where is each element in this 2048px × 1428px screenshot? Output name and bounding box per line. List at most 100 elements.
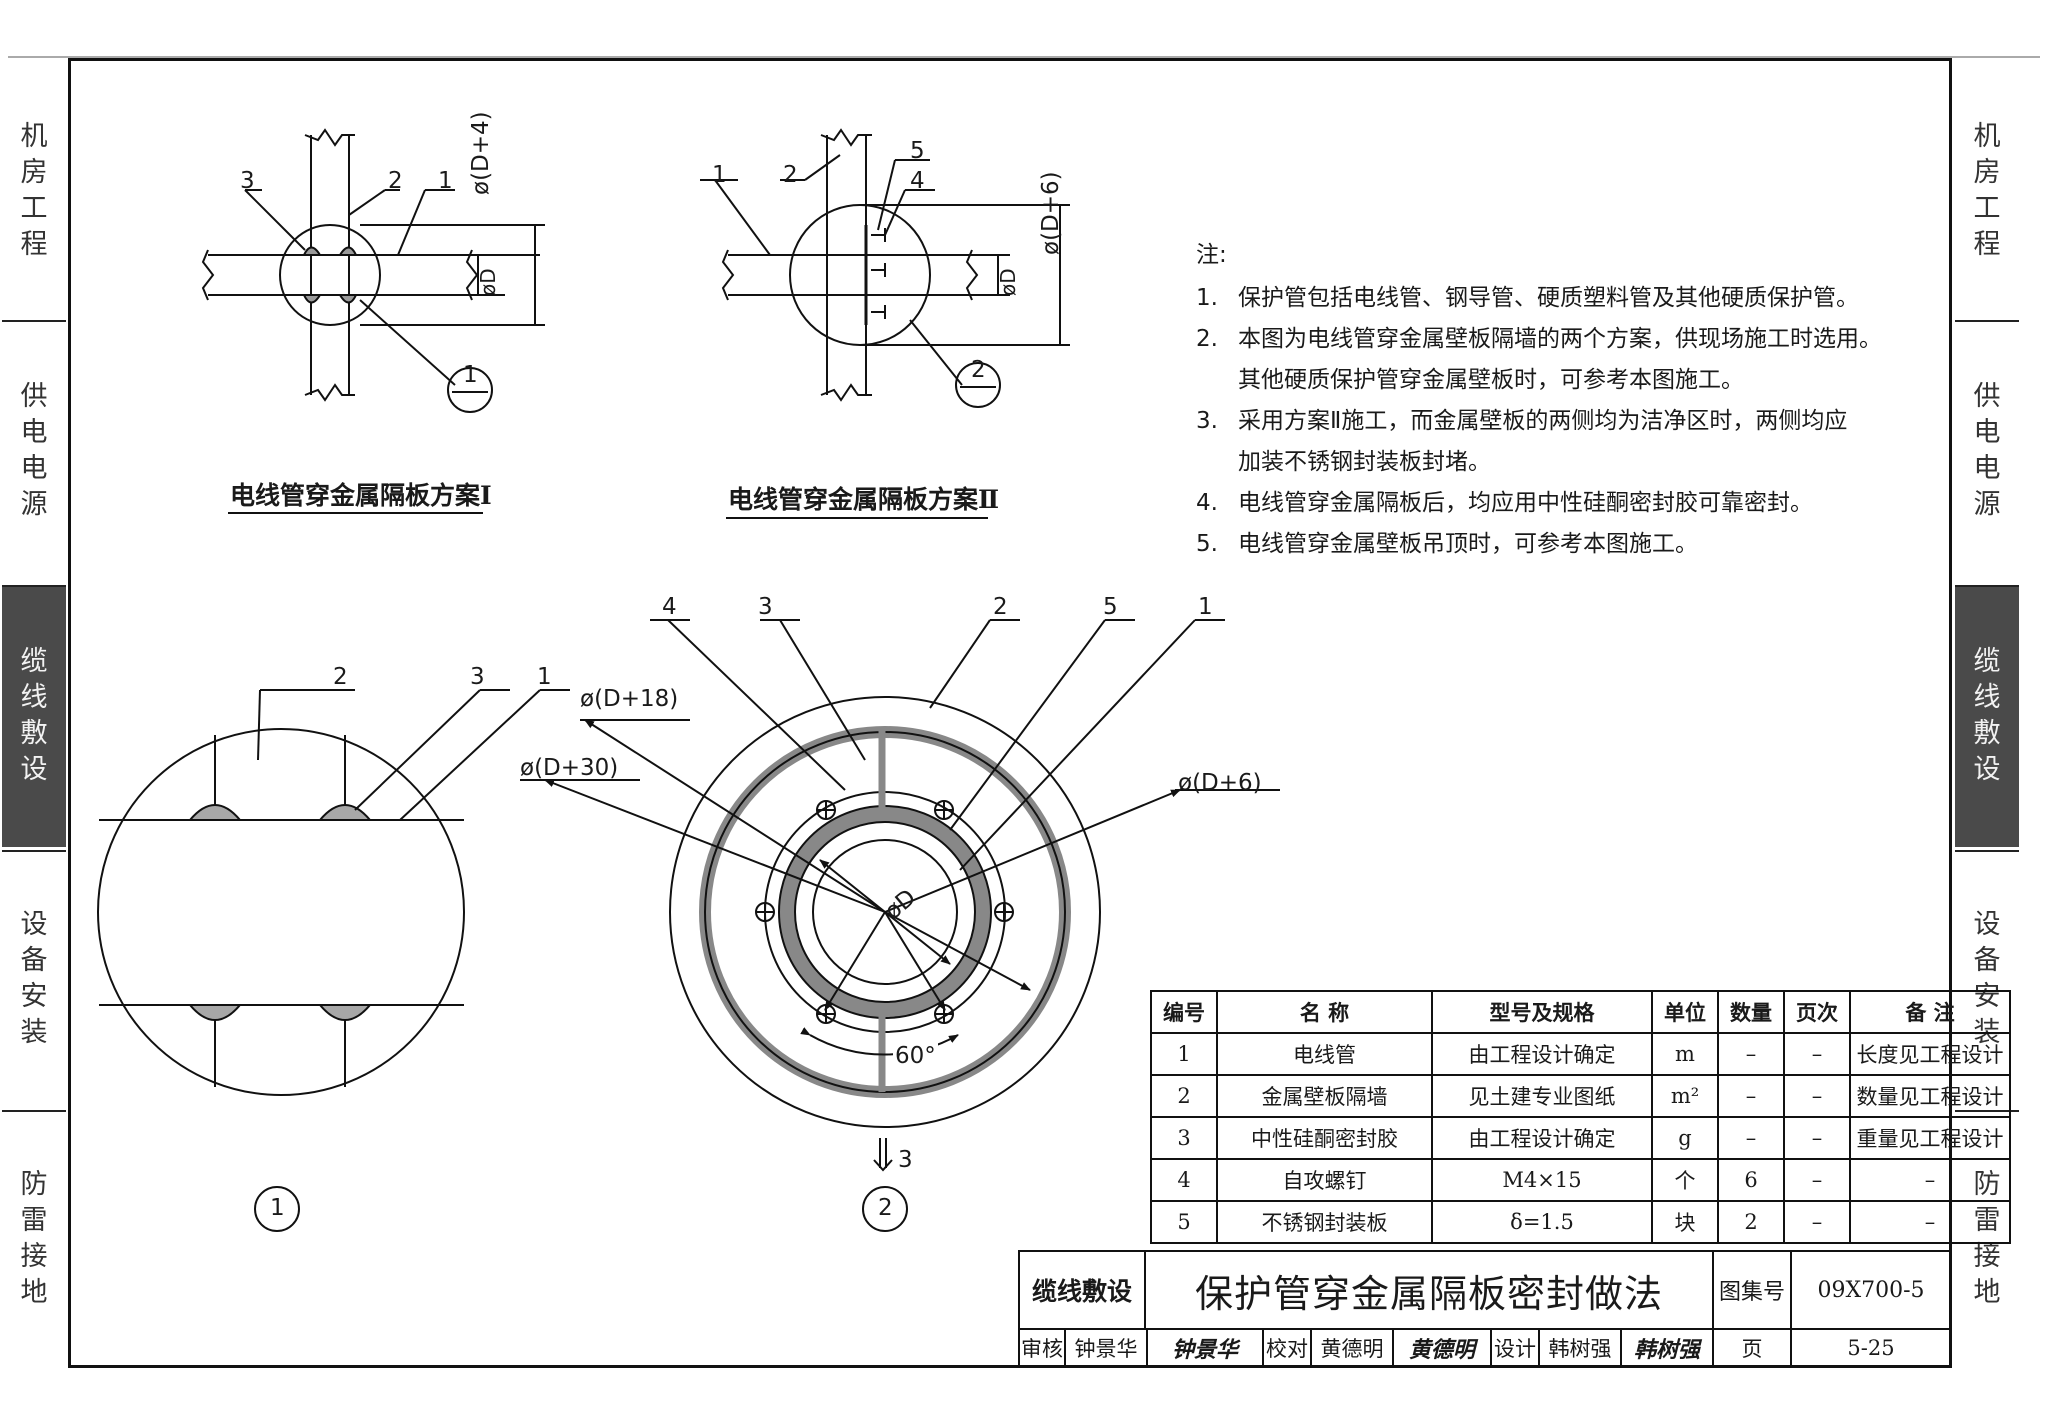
bom-header-cell: 编号 — [1150, 990, 1218, 1034]
bom-cell: 数量见工程设计 — [1849, 1074, 2011, 1118]
detail2-callout-1: 1 — [1198, 594, 1213, 620]
note-line: 1.保护管包括电线管、钢导管、硬质塑料管及其他硬质保护管。 — [1196, 285, 1859, 311]
scheme2-callout-1: 1 — [712, 162, 727, 188]
bom-header-cell: 页次 — [1783, 990, 1851, 1034]
bom-cell: 6 — [1717, 1158, 1785, 1202]
scheme1-caption-rule — [228, 512, 483, 514]
bom-cell: – — [1783, 1032, 1851, 1076]
review-label: 审核 — [1018, 1328, 1066, 1368]
scheme2-dim-inner: øD — [996, 268, 1020, 296]
title-block: 缆线敷设 保护管穿金属隔板密封做法 图集号 09X700-5 审核 钟景华 钟景… — [1018, 1250, 1952, 1368]
page-number: 5-25 — [1790, 1328, 1952, 1368]
scheme2-callout-4: 4 — [910, 168, 925, 194]
bom-cell: g — [1651, 1116, 1719, 1160]
bom-cell: 5 — [1150, 1200, 1218, 1244]
bom-cell: δ=1.5 — [1431, 1200, 1653, 1244]
detail2-view-mark: 3 — [898, 1147, 913, 1173]
left-side-tab-0[interactable]: 机房工程 — [20, 121, 48, 260]
left-side-tab-divider — [2, 1110, 66, 1112]
left-side-tab-divider — [2, 585, 66, 587]
scheme1-detail-ref: 1 — [463, 362, 478, 388]
scheme2-callout-2: 2 — [783, 162, 798, 188]
note-line: 3.采用方案Ⅱ施工，而金属壁板的两侧均为洁净区时，两侧均应 — [1196, 408, 1848, 434]
bom-cell: 不锈钢封装板 — [1216, 1200, 1433, 1244]
screw-marks — [755, 800, 1014, 1024]
note-line: 加装不锈钢封装板封堵。 — [1238, 449, 1491, 475]
bom-cell: – — [1717, 1074, 1785, 1118]
notes-block: 注: 1.保护管包括电线管、钢导管、硬质塑料管及其他硬质保护管。 2.本图为电线管… — [1196, 235, 1882, 565]
bom-cell: 由工程设计确定 — [1431, 1116, 1653, 1160]
right-side-tab-divider — [1955, 320, 2019, 322]
scheme2-detail-ref: 2 — [971, 357, 986, 383]
bom-cell: 重量见工程设计 — [1849, 1116, 2011, 1160]
detail-2-drawing — [520, 619, 1280, 1232]
scheme2-caption-rule — [726, 517, 988, 519]
bom-cell: m — [1651, 1032, 1719, 1076]
detail2-dim-d30: ø(D+30) — [520, 755, 619, 781]
left-side-tab-1[interactable]: 供电电源 — [20, 381, 48, 520]
note-line: 其他硬质保护管穿金属壁板时，可参考本图施工。 — [1238, 367, 1744, 393]
scheme1-dim-outer: ø(D+4) — [468, 111, 494, 195]
bom-header-cell: 备 注 — [1849, 990, 2011, 1034]
scheme1-dim-inner: øD — [476, 268, 500, 296]
designer-name: 韩树强 — [1538, 1328, 1622, 1368]
detail2-dim-d6: ø(D+6) — [1178, 770, 1262, 796]
note-line: 4.电线管穿金属隔板后，均应用中性硅酮密封胶可靠密封。 — [1196, 490, 1813, 516]
bom-cell: 由工程设计确定 — [1431, 1032, 1653, 1076]
left-side-tab-4[interactable]: 防雷接地 — [20, 1169, 48, 1308]
right-side-tab-1[interactable]: 供电电源 — [1973, 381, 2001, 520]
scheme-2-drawing — [700, 128, 1070, 408]
detail2-dim-d18: ø(D+18) — [580, 686, 679, 712]
scheme2-callout-5: 5 — [910, 138, 925, 164]
check-label: 校对 — [1262, 1328, 1312, 1368]
scheme1-callout-1: 1 — [438, 168, 453, 194]
bom-cell: 2 — [1717, 1200, 1785, 1244]
note-line: 5.电线管穿金属壁板吊顶时，可参考本图施工。 — [1196, 531, 1698, 557]
detail2-label: 2 — [878, 1195, 893, 1221]
scheme-1-drawing — [201, 128, 545, 413]
scheme1-callout-3: 3 — [240, 168, 255, 194]
bom-cell: 中性硅酮密封胶 — [1216, 1116, 1433, 1160]
right-side-tab-0[interactable]: 机房工程 — [1973, 121, 2001, 260]
detail2-angle: 60° — [893, 1043, 938, 1069]
title-block-category: 缆线敷设 — [1018, 1250, 1146, 1330]
bom-cell: 见土建专业图纸 — [1431, 1074, 1653, 1118]
detail-1-drawing — [97, 689, 570, 1232]
reviewer-signature: 钟景华 — [1146, 1328, 1264, 1368]
bom-cell: – — [1783, 1074, 1851, 1118]
right-side-tab-2[interactable]: 缆线敷设 — [1955, 585, 2019, 847]
note-line: 2.本图为电线管穿金属壁板隔墙的两个方案，供现场施工时选用。 — [1196, 326, 1882, 352]
bom-cell: 电线管 — [1216, 1032, 1433, 1076]
bom-cell: 2 — [1150, 1074, 1218, 1118]
drawing-frame — [68, 58, 1952, 1368]
bom-cell: 金属壁板隔墙 — [1216, 1074, 1433, 1118]
designer-signature: 韩树强 — [1620, 1328, 1714, 1368]
right-side-tab-divider — [1955, 850, 2019, 852]
scheme1-callout-2: 2 — [388, 168, 403, 194]
bom-cell: 自攻螺钉 — [1216, 1158, 1433, 1202]
notes-title: 注: — [1196, 242, 1227, 268]
bom-cell: m² — [1651, 1074, 1719, 1118]
detail1-callout-2: 2 — [333, 664, 348, 690]
checker-signature: 黄德明 — [1392, 1328, 1492, 1368]
bom-cell: – — [1783, 1200, 1851, 1244]
bom-cell: 1 — [1150, 1032, 1218, 1076]
title-block-title: 保护管穿金属隔板密封做法 — [1144, 1250, 1714, 1330]
bom-header-row: 编号名 称型号及规格单位数量页次备 注 — [1150, 990, 2011, 1034]
bom-cell: – — [1717, 1116, 1785, 1160]
notes-list: 1.保护管包括电线管、钢导管、硬质塑料管及其他硬质保护管。 2.本图为电线管穿金属… — [1196, 278, 1882, 565]
detail2-callout-2: 2 — [993, 594, 1008, 620]
reviewer-name: 钟景华 — [1064, 1328, 1148, 1368]
left-side-tab-3[interactable]: 设备安装 — [20, 909, 48, 1048]
bom-cell: – — [1783, 1116, 1851, 1160]
detail2-callout-4: 4 — [662, 594, 677, 620]
bom-cell: – — [1849, 1200, 2011, 1244]
left-side-tab-2[interactable]: 缆线敷设 — [2, 585, 66, 847]
left-side-tab-divider — [2, 320, 66, 322]
